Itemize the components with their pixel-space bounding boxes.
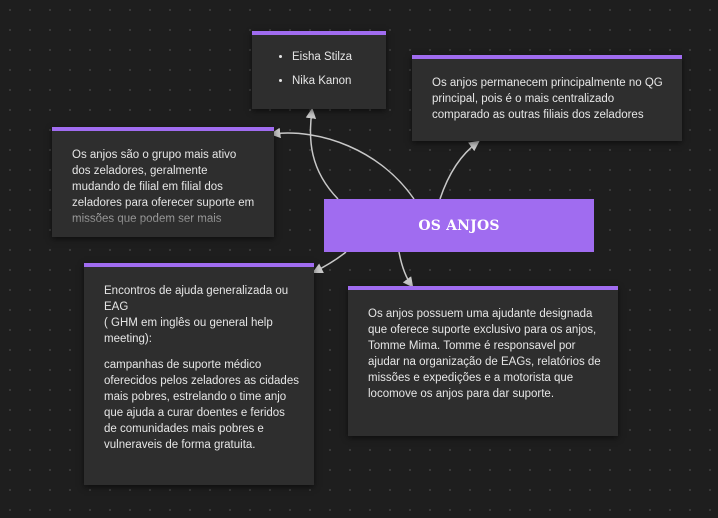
connector-to-hq <box>439 140 480 200</box>
connector-to-intro <box>269 127 415 200</box>
hq-text: Os anjos permanecem principalmente no QG… <box>432 77 663 121</box>
names-card[interactable]: Eisha Stilza Nika Kanon <box>252 31 386 109</box>
eag-subheading: ( GHM em inglês ou general help meeting)… <box>104 317 273 345</box>
eag-heading: Encontros de ajuda generalizada ou EAG <box>104 285 289 313</box>
central-node-title: OS ANJOS <box>418 217 500 234</box>
eag-body: campanhas de suporte médico oferecidos p… <box>104 359 299 451</box>
assistant-card[interactable]: Os anjos possuem uma ajudante designada … <box>348 286 618 436</box>
list-item: Eisha Stilza <box>292 49 386 65</box>
connector-to-eag <box>312 251 347 273</box>
central-node[interactable]: OS ANJOS <box>324 199 594 252</box>
list-item: Nika Kanon <box>292 73 386 89</box>
eag-card[interactable]: Encontros de ajuda generalizada ou EAG (… <box>84 263 314 485</box>
intro-card[interactable]: Os anjos são o grupo mais ativo dos zela… <box>52 127 274 237</box>
paragraph-gap <box>104 347 300 357</box>
overflow-fade <box>52 203 274 237</box>
connector-to-names <box>305 107 339 200</box>
assistant-text: Os anjos possuem uma ajudante designada … <box>368 308 601 400</box>
hq-card[interactable]: Os anjos permanecem principalmente no QG… <box>412 55 682 141</box>
names-list: Eisha Stilza Nika Kanon <box>272 49 386 89</box>
connector-to-assistant <box>398 251 414 288</box>
